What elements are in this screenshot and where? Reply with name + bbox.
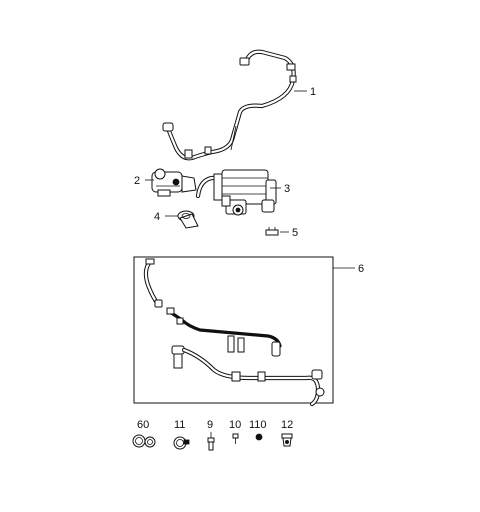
part-3-cooler	[195, 169, 277, 216]
part-10-screw	[232, 433, 239, 444]
callout-2: 2	[134, 175, 140, 187]
callout-10: 10	[229, 419, 241, 431]
part-9-bolt	[207, 432, 215, 451]
callout-11: 11	[174, 419, 185, 431]
callout-12: 12	[281, 419, 293, 431]
callout-4: 4	[154, 211, 160, 223]
callout-110: 110	[249, 419, 267, 431]
part-110-nut	[255, 433, 263, 441]
callout-5: 5	[292, 227, 298, 239]
callout-3: 3	[284, 183, 290, 195]
part-6-hose-assembly	[143, 258, 325, 407]
part-1-tube-assembly	[162, 49, 297, 161]
part-6-frame	[133, 256, 334, 404]
part-60-clamps	[132, 434, 156, 448]
part-2-actuator	[151, 168, 197, 197]
part-5-fastener	[265, 227, 279, 236]
part-11-band-clamp	[173, 436, 190, 450]
part-4-clamp	[177, 210, 199, 229]
callout-9: 9	[207, 419, 213, 431]
callout-60: 60	[137, 419, 149, 431]
callout-1: 1	[310, 86, 316, 98]
callout-6: 6	[358, 263, 364, 275]
part-12-fitting	[281, 433, 293, 447]
